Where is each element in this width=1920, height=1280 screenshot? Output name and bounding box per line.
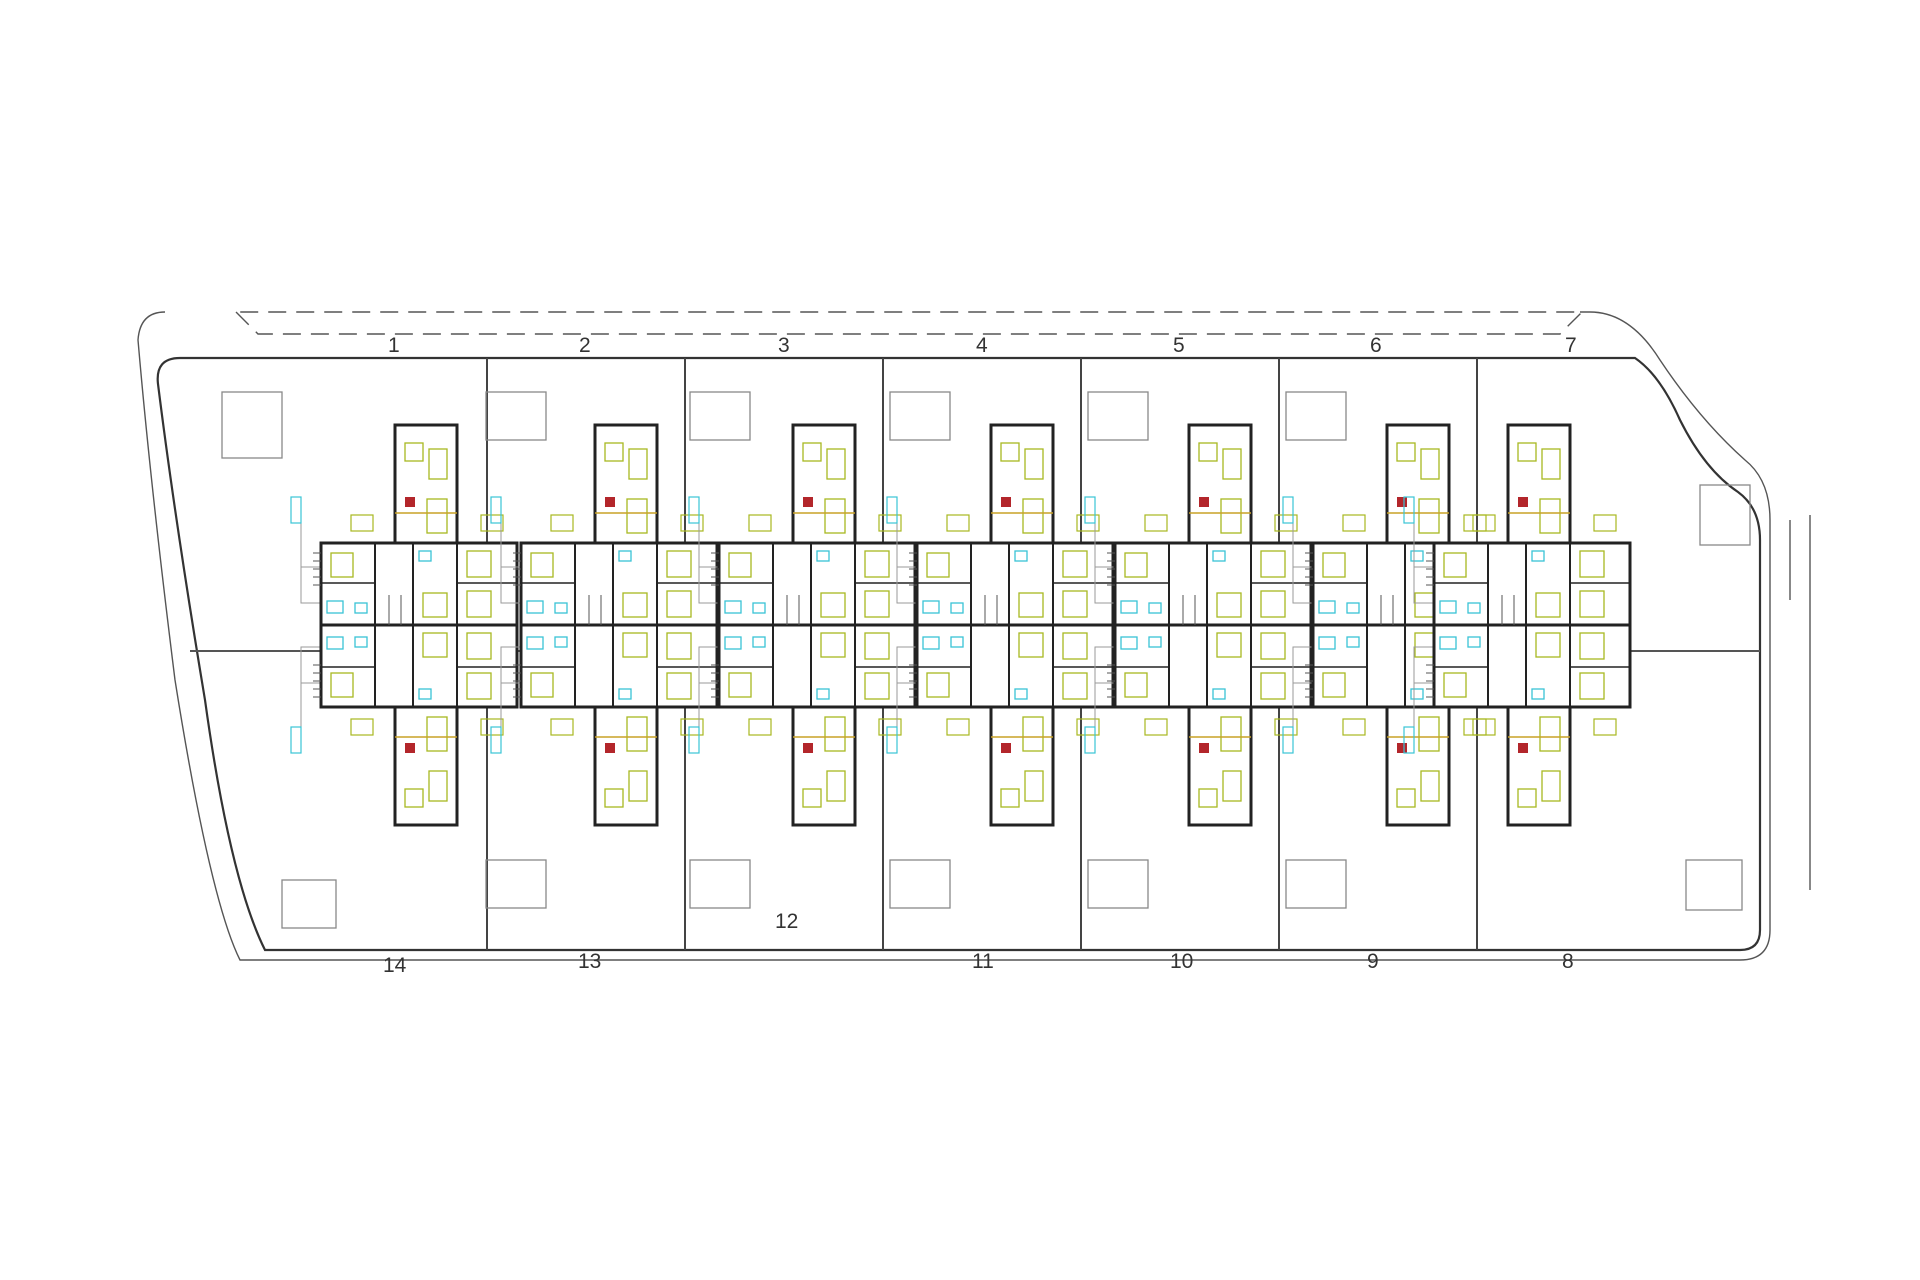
plot-number-3: 3 (778, 334, 790, 357)
top-row-houses (289, 423, 1632, 657)
plot-number-5: 5 (1173, 334, 1185, 357)
plot-number-2: 2 (579, 334, 591, 357)
plot-number-12: 12 (775, 910, 798, 933)
plot-number-6: 6 (1370, 334, 1382, 357)
plot-number-14: 14 (383, 954, 407, 977)
street-dashed-line (235, 311, 1584, 335)
site-boundary (137, 311, 1771, 961)
plot-number-4: 4 (976, 334, 988, 357)
plot-number-9: 9 (1367, 950, 1379, 973)
plot-number-1: 1 (388, 334, 400, 357)
development-boundary (156, 356, 1762, 952)
garden-pools (221, 391, 1751, 929)
plot-number-7: 7 (1565, 334, 1577, 357)
plot-number-13: 13 (578, 950, 601, 973)
plot-number-11: 11 (972, 950, 994, 973)
bottom-row-houses (289, 593, 1632, 827)
plot-number-10: 10 (1170, 950, 1193, 973)
plot-number-8: 8 (1562, 950, 1574, 973)
